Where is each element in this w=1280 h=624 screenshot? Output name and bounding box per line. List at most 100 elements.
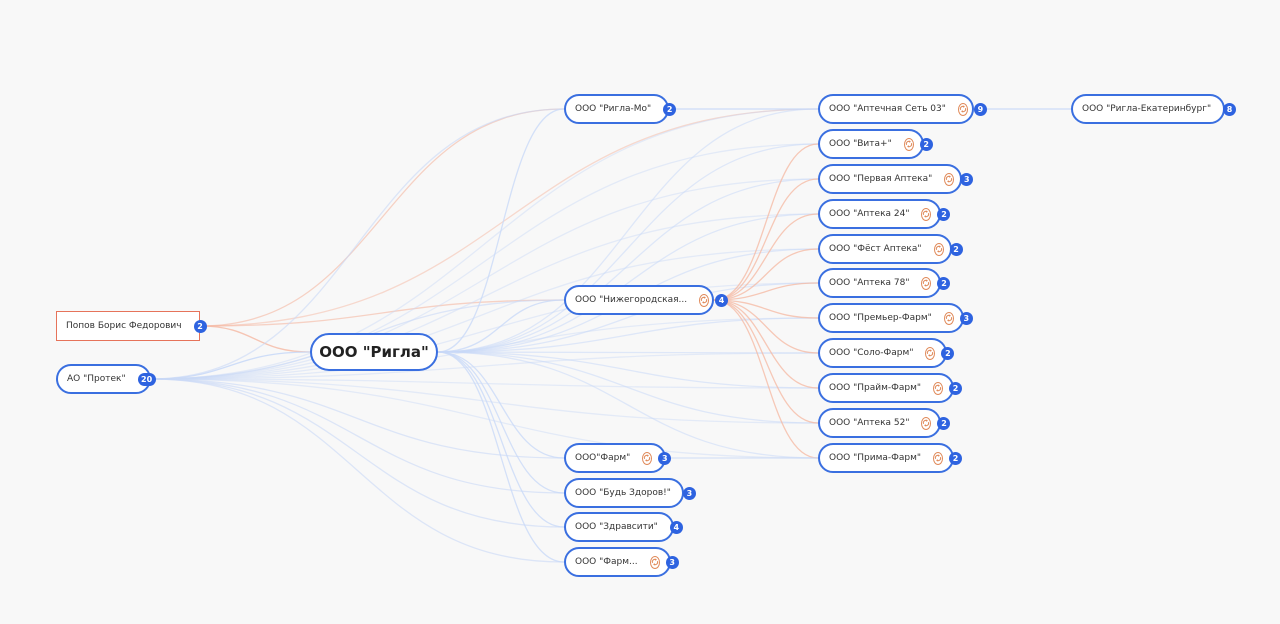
edge [437, 282, 819, 353]
edge [713, 299, 819, 459]
count-badge[interactable]: 20 [137, 372, 156, 386]
edge [437, 213, 819, 353]
edge [713, 213, 819, 301]
edge [437, 351, 565, 563]
related-link-icon [957, 102, 968, 116]
node-apt24[interactable]: ООО "Аптека 24" 2 [818, 199, 951, 229]
edge [437, 351, 819, 354]
edge [150, 378, 565, 563]
node-label: ООО "Ригла-Екатеринбург" [1082, 104, 1212, 114]
count-badge[interactable]: 2 [949, 381, 963, 395]
count-badge[interactable]: 2 [941, 346, 955, 360]
count-badge[interactable]: 3 [960, 172, 974, 186]
node-zdrav[interactable]: ООО "Здравсити" 4 [564, 512, 683, 542]
edge [713, 248, 819, 301]
edge [150, 108, 565, 380]
node-label: ООО "Фёст Аптека" [829, 244, 922, 254]
node-label: ООО "Здравсити" [575, 522, 658, 532]
related-link-icon [649, 555, 660, 569]
node-farm2[interactable]: ООО "Фарм...3 [564, 547, 679, 577]
edge [150, 378, 819, 424]
edge [437, 351, 819, 424]
center-node[interactable]: ООО "Ригла" [310, 333, 438, 371]
count-badge[interactable]: 4 [669, 520, 683, 534]
related-link-icon [642, 451, 653, 465]
count-badge[interactable]: 2 [937, 416, 951, 430]
edge [150, 378, 565, 459]
count-badge[interactable]: 3 [658, 451, 672, 465]
edge [713, 282, 819, 301]
node-premier[interactable]: ООО "Премьер-Фарм" 3 [818, 303, 973, 333]
edge [437, 351, 819, 459]
edge [713, 299, 819, 424]
node-protek[interactable]: АО "Протек" 20 [56, 364, 156, 394]
node-label: ООО "Аптека 78" [829, 278, 910, 288]
node-praim[interactable]: ООО "Прайм-Фарм"2 [818, 373, 963, 403]
edge [199, 108, 819, 327]
count-badge[interactable]: 3 [959, 311, 973, 325]
node-label: ООО "Аптека 52" [829, 418, 910, 428]
edge [713, 178, 819, 301]
edge [437, 178, 819, 353]
node-nizh[interactable]: ООО "Нижегородская... 4 [564, 285, 729, 315]
node-label: ООО "Вита+" [829, 139, 892, 149]
edge [713, 299, 819, 389]
count-badge[interactable]: 2 [663, 102, 677, 116]
node-fest[interactable]: ООО "Фёст Аптека" 2 [818, 234, 963, 264]
node-vita[interactable]: ООО "Вита+" 2 [818, 129, 933, 159]
related-link-icon [921, 207, 932, 221]
related-link-icon [699, 293, 710, 307]
node-apt78[interactable]: ООО "Аптека 78" 2 [818, 268, 951, 298]
count-badge[interactable]: 2 [193, 319, 207, 333]
edge [437, 299, 565, 353]
count-badge[interactable]: 2 [937, 207, 951, 221]
node-popov[interactable]: Попов Борис Федорович 2 [56, 311, 207, 341]
count-badge[interactable]: 3 [682, 486, 696, 500]
edge [437, 108, 565, 353]
node-pervaya[interactable]: ООО "Первая Аптека" 3 [818, 164, 974, 194]
count-badge[interactable]: 2 [937, 276, 951, 290]
edge [713, 299, 819, 319]
node-bud[interactable]: ООО "Будь Здоров!" 3 [564, 478, 696, 508]
edge [199, 325, 311, 353]
edge [150, 213, 819, 380]
node-prima[interactable]: ООО "Прима-Фарм" 2 [818, 443, 963, 473]
edge [437, 108, 819, 353]
node-mo[interactable]: ООО "Ригла-Мо"2 [564, 94, 677, 124]
node-solo[interactable]: ООО "Соло-Фарм" 2 [818, 338, 955, 368]
related-link-icon [933, 451, 944, 465]
node-label: ООО "Аптека 24" [829, 209, 910, 219]
node-label: ООО "Будь Здоров!" [575, 488, 671, 498]
node-label: ООО "Соло-Фарм" [829, 348, 914, 358]
count-badge[interactable]: 3 [665, 555, 679, 569]
related-link-icon [925, 346, 936, 360]
edge [150, 248, 819, 380]
node-ekb[interactable]: ООО "Ригла-Екатеринбург" 8 [1071, 94, 1237, 124]
related-link-icon [933, 381, 944, 395]
node-label: ООО "Первая Аптека" [829, 174, 933, 184]
node-label: ООО "Прима-Фарм" [829, 453, 922, 463]
edge [150, 378, 819, 389]
count-badge[interactable]: 8 [1223, 102, 1237, 116]
node-label: Попов Борис Федорович [66, 321, 182, 331]
edge [713, 299, 819, 354]
edge [437, 351, 565, 528]
node-farm[interactable]: ООО"Фарм"3 [564, 443, 672, 473]
edge [150, 352, 819, 380]
edge [150, 378, 819, 459]
edge [437, 351, 819, 389]
count-badge[interactable]: 9 [973, 102, 987, 116]
count-badge[interactable]: 2 [949, 451, 963, 465]
edge [150, 378, 565, 528]
node-label: АО "Протек" [67, 374, 126, 384]
count-badge[interactable]: 2 [949, 242, 963, 256]
edge [713, 143, 819, 301]
node-apt52[interactable]: ООО "Аптека 52" 2 [818, 408, 951, 438]
node-label: ООО "Нижегородская... [575, 295, 688, 305]
node-label: ООО "Премьер-Фарм" [829, 313, 932, 323]
count-badge[interactable]: 2 [919, 137, 933, 151]
count-badge[interactable]: 4 [715, 293, 729, 307]
node-set03[interactable]: ООО "Аптечная Сеть 03"9 [818, 94, 987, 124]
edge [437, 351, 565, 494]
